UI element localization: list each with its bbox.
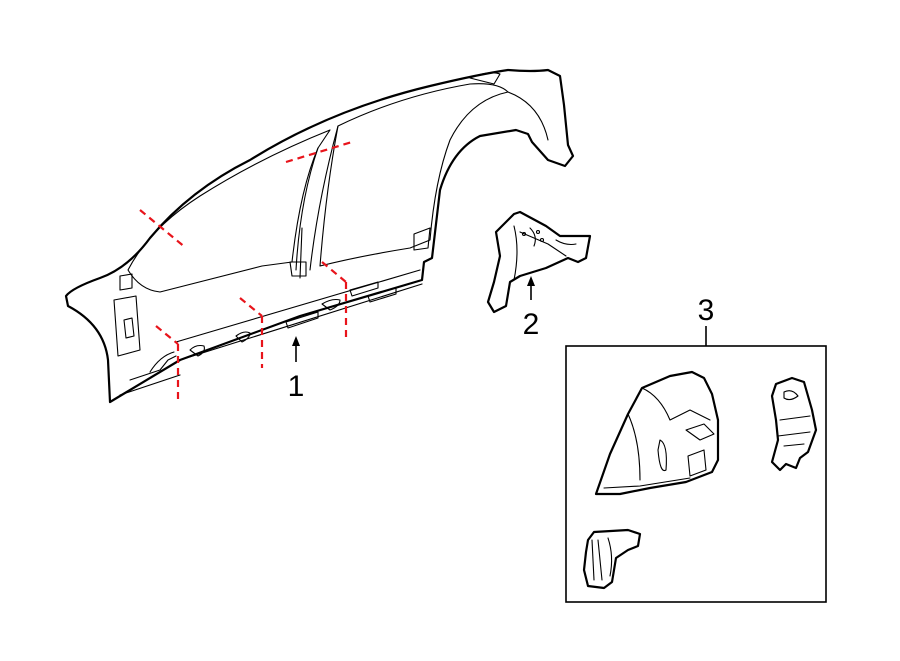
part-2-bracket[interactable] bbox=[486, 210, 592, 314]
callout-2: 2 bbox=[523, 308, 540, 341]
callout-1: 1 bbox=[288, 370, 305, 403]
cut-lines bbox=[139, 140, 353, 404]
callout-3: 3 bbox=[698, 294, 715, 327]
arrowhead-1-icon bbox=[292, 336, 300, 346]
cut-line bbox=[139, 209, 187, 249]
part-3-wheelhouse-panel[interactable] bbox=[594, 370, 720, 496]
part-1-body-side-panel[interactable] bbox=[64, 68, 575, 404]
part-3-group[interactable] bbox=[565, 345, 827, 603]
cut-line bbox=[321, 261, 347, 283]
cut-line bbox=[239, 297, 263, 317]
cut-line bbox=[155, 325, 179, 345]
arrowhead-2-icon bbox=[527, 276, 535, 286]
part-3-upright-bracket[interactable] bbox=[770, 376, 818, 472]
callout-leaders bbox=[292, 276, 707, 362]
